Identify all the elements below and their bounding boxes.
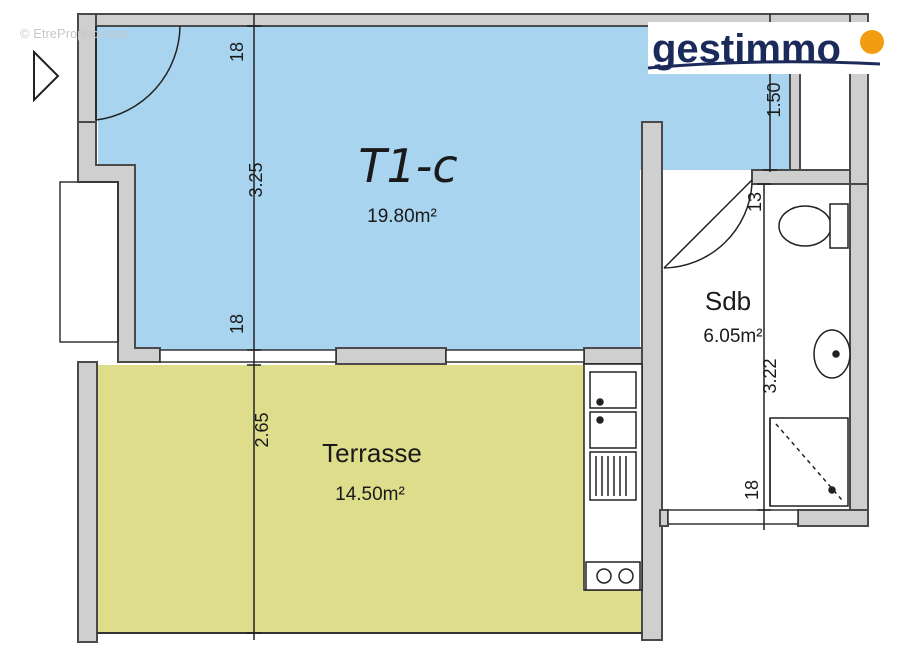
dim-terrace-height: 2.65: [252, 412, 272, 447]
kitchen-fixtures: [583, 363, 643, 591]
terrace-name: Terrasse: [322, 438, 422, 468]
dim-main-top: 18: [227, 42, 247, 62]
dim-main-bottom: 18: [227, 314, 247, 334]
main-room-fill: [96, 26, 790, 350]
hob-icon: [585, 561, 641, 591]
drainer-icon: [589, 451, 637, 501]
doors: [95, 25, 753, 269]
dim-corridor-height: 1.50: [764, 82, 784, 117]
bathroom-area: 6.05m²: [703, 326, 762, 347]
swoosh-icon: [647, 60, 881, 70]
terrace-area: 14.50m²: [335, 484, 405, 505]
toilet-icon: [778, 203, 849, 249]
windows: [59, 181, 799, 525]
terrace-fill: [97, 365, 642, 633]
gestimmo-logo: gestimmo: [647, 22, 884, 74]
sink-icon: [813, 329, 851, 379]
dim-bath-height: 3.22: [760, 358, 780, 393]
main-room-area: 19.80m²: [367, 206, 437, 227]
watermark: © EtreProprio.com: [20, 26, 127, 41]
sun-icon: [860, 30, 884, 54]
main-room-name: T1-c: [358, 139, 457, 193]
dim-main-height: 3.25: [246, 162, 266, 197]
shower-icon: [769, 417, 849, 507]
dim-bath-top: 13: [745, 192, 765, 212]
entry-arrow-icon: [33, 49, 60, 103]
bathroom-fixtures: [769, 203, 851, 507]
bathroom-name: Sdb: [705, 286, 751, 316]
dim-bath-bottom: 18: [742, 480, 762, 500]
